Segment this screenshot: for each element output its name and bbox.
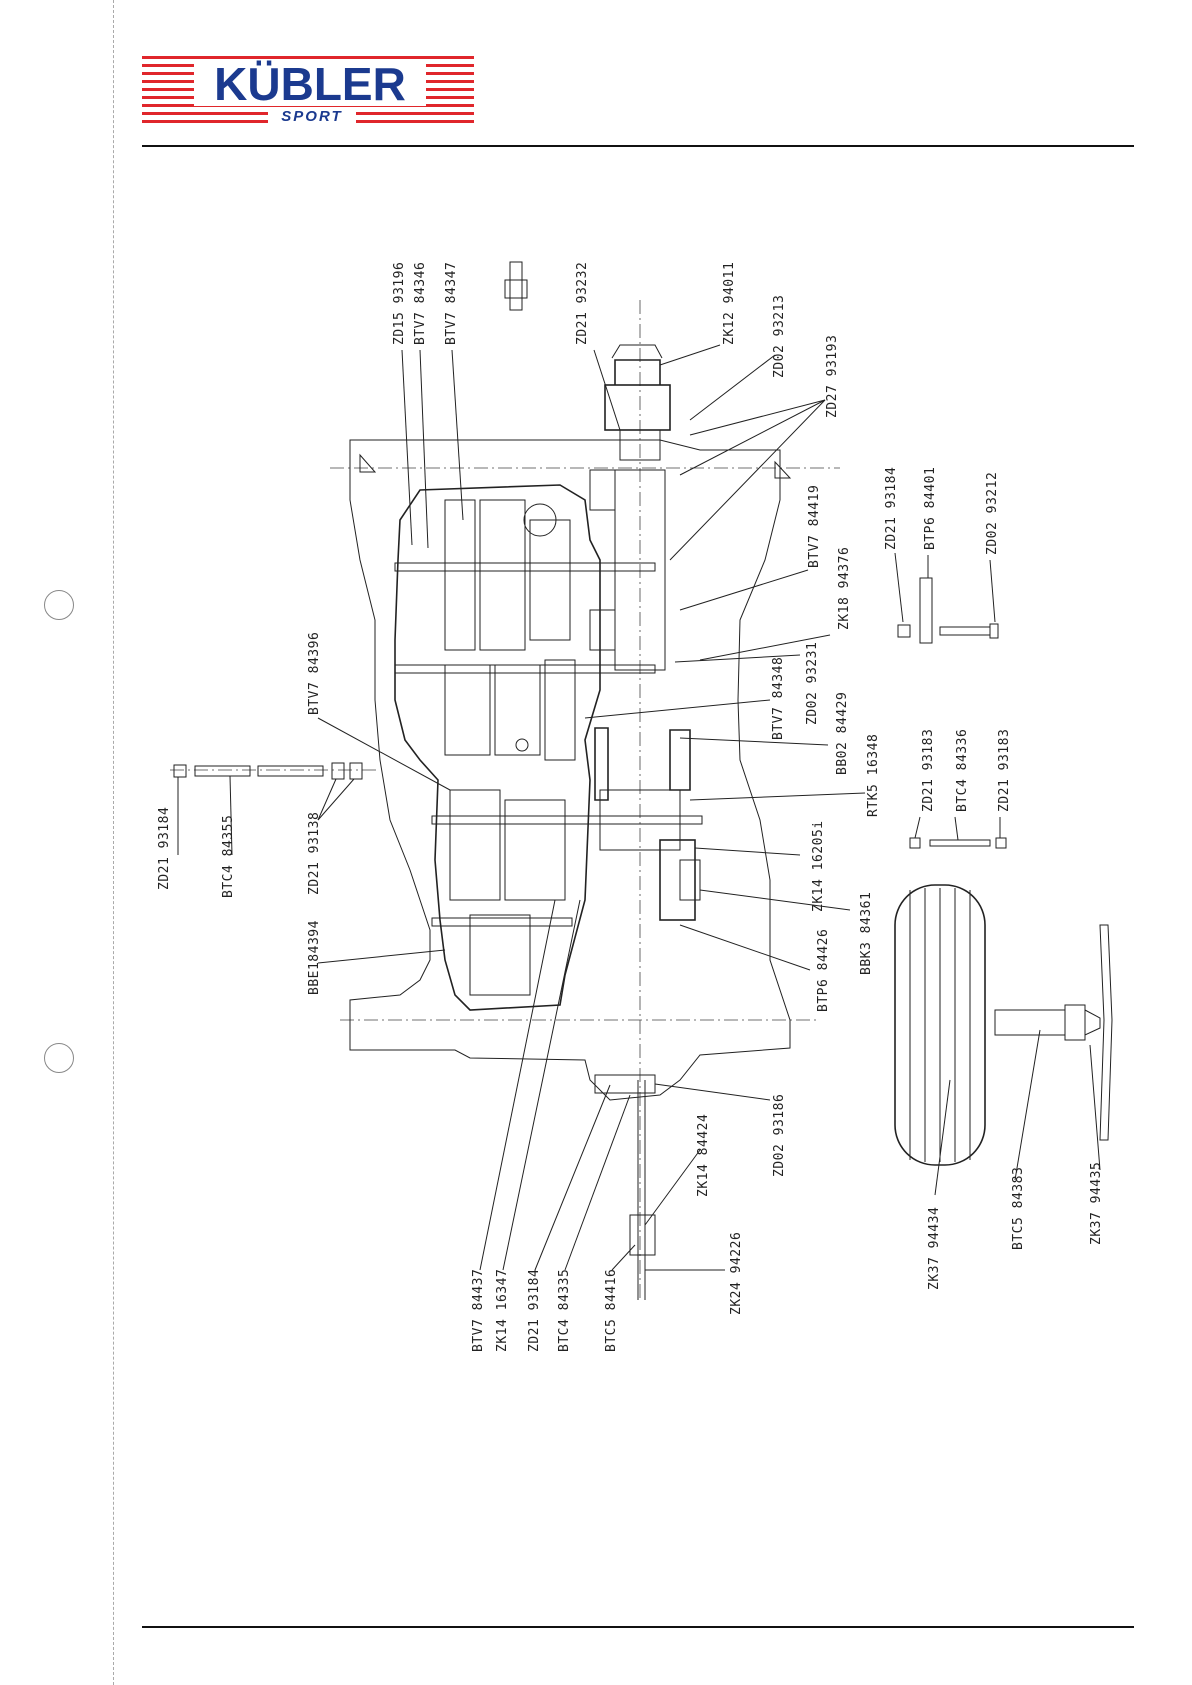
shafts: [394, 503, 703, 927]
part-label-bbk3-84361: BBK3 84361: [859, 892, 874, 975]
part-label-btc5-84416: BTC5 84416: [604, 1269, 619, 1352]
part-label-btv7-84348: BTV7 84348: [771, 657, 786, 740]
binding-margin-line: [113, 0, 114, 1685]
part-label-zd21-93184-bottom: ZD21 93184: [527, 1269, 542, 1352]
part-label-btc4-84355: BTC4 84355: [221, 815, 236, 898]
part-label-btp6-84426: BTP6 84426: [816, 929, 831, 1012]
left-bolt-assembly: [173, 762, 363, 780]
part-label-zk18-94376: ZK18 94376: [837, 547, 852, 630]
part-label-btc5-84383: BTC5 84383: [1011, 1167, 1026, 1250]
pulley-assembly: [594, 727, 701, 921]
part-label-zk24-94226: ZK24 94226: [729, 1232, 744, 1315]
part-label-zd02-93212: ZD02 93212: [985, 472, 1000, 555]
part-label-zk14-16205i: ZK14 16205i: [811, 820, 826, 912]
part-label-zd21-93184-right: ZD21 93184: [884, 467, 899, 550]
part-label-zd27-93193: ZD27 93193: [825, 335, 840, 418]
mount-triangle-left: [359, 453, 377, 473]
part-label-bbe184394: BBE184394: [307, 920, 322, 995]
part-label-zk37-94435: ZK37 94435: [1089, 1162, 1104, 1245]
logo-tagline: SPORT: [281, 108, 342, 125]
part-label-btv7-84347: BTV7 84347: [444, 262, 459, 345]
part-label-btv7-84396: BTV7 84396: [307, 632, 322, 715]
punch-hole-lower: [44, 1043, 74, 1073]
part-label-rtk5-16348: RTK5 16348: [866, 734, 881, 817]
header-rule: [142, 145, 1134, 147]
part-label-zd02-93213: ZD02 93213: [772, 295, 787, 378]
coupling-assembly: [604, 344, 671, 461]
output-block: [589, 469, 666, 671]
part-label-btp6-84401: BTP6 84401: [923, 467, 938, 550]
part-label-zk12-94011: ZK12 94011: [722, 262, 737, 345]
part-label-zd15-93196: ZD15 93196: [392, 262, 407, 345]
part-label-zd21-93138: ZD21 93138: [307, 812, 322, 895]
part-label-btc4-84336: BTC4 84336: [955, 729, 970, 812]
wheel-assembly: [894, 884, 1113, 1166]
part-label-zd21-93184-left: ZD21 93184: [157, 807, 172, 890]
part-label-zk14-84424: ZK14 84424: [696, 1114, 711, 1197]
part-label-btc4-84335: BTC4 84335: [557, 1269, 572, 1352]
top-bolt: [504, 261, 528, 311]
leader-lines: [177, 344, 1101, 1271]
logo-wordmark: KÜBLER: [214, 58, 406, 110]
part-label-zk37-94434: ZK37 94434: [927, 1207, 942, 1290]
part-label-zd02-93186: ZD02 93186: [772, 1094, 787, 1177]
drawing-centerlines: [170, 300, 840, 1300]
part-label-btv7-84437: BTV7 84437: [471, 1269, 486, 1352]
gear-housing: [394, 484, 601, 1011]
part-label-zd21-93183-b: ZD21 93183: [997, 729, 1012, 812]
part-label-bb02-84429: BB02 84429: [835, 692, 850, 775]
punch-hole-upper: [44, 590, 74, 620]
part-label-btv7-84419: BTV7 84419: [807, 485, 822, 568]
part-label-zd21-93232: ZD21 93232: [575, 262, 590, 345]
right-bolt-assembly: [897, 577, 999, 644]
part-label-zd02-93231: ZD02 93231: [805, 642, 820, 725]
part-label-zk14-16347: ZK14 16347: [495, 1269, 510, 1352]
footer-rule: [142, 1626, 1134, 1628]
part-label-btv7-84346: BTV7 84346: [413, 262, 428, 345]
gear-stack: [444, 499, 576, 996]
base-plate-outline: [349, 439, 791, 1101]
mount-triangle-right: [774, 460, 792, 479]
part-label-zd21-93183-a: ZD21 93183: [921, 729, 936, 812]
kubler-sport-logo: KÜBLER SPORT: [142, 56, 474, 125]
part-labels: ZD15 93196 BTV7 84346 BTV7 84347 ZD21 93…: [157, 262, 1104, 1352]
